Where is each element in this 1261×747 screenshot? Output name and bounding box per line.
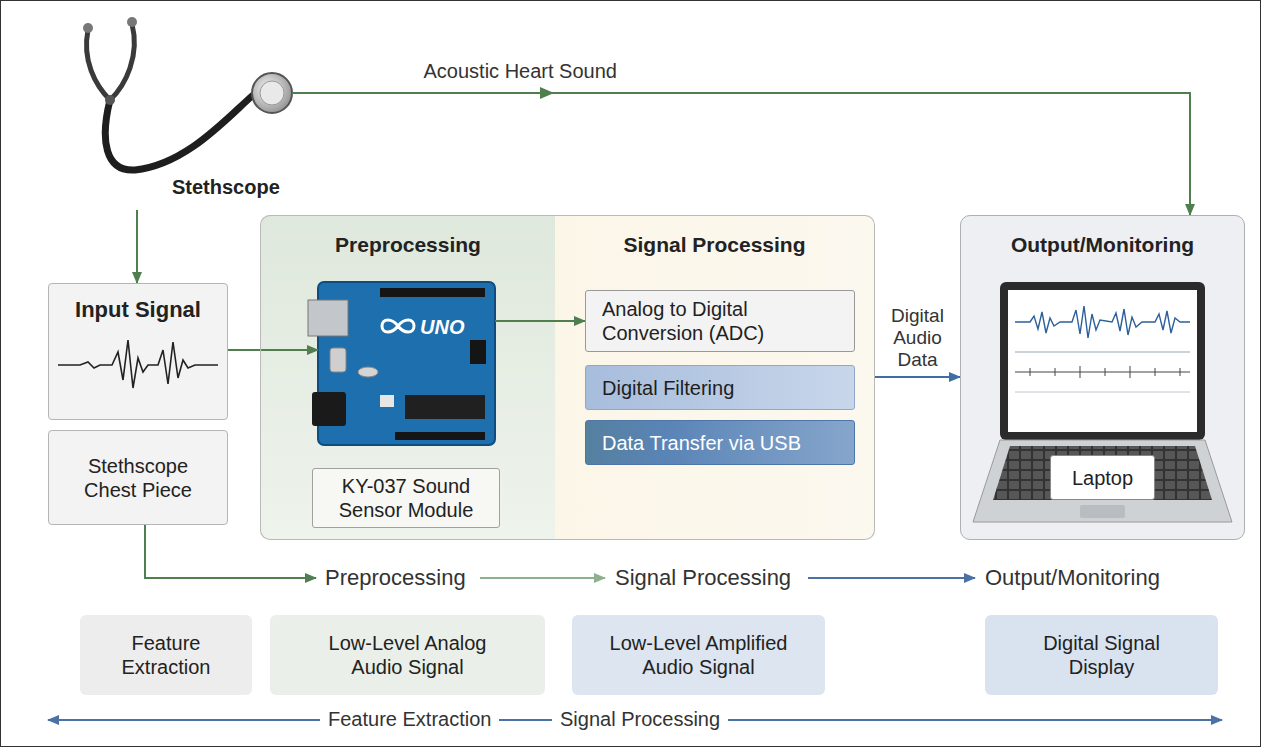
- laptop-label-box: Laptop: [1050, 455, 1155, 500]
- arrow-head: [540, 87, 554, 99]
- box-text: Low-Level Amplified Audio Signal: [602, 631, 795, 679]
- arduino-uno-board: [358, 367, 378, 377]
- stage-box: Low-Level Analog Audio Signal: [270, 615, 545, 695]
- stethoscope-illustration: [110, 24, 134, 100]
- input-waveform: [58, 340, 218, 388]
- process-step: Analog to Digital Conversion (ADC): [585, 290, 855, 352]
- stethoscope-illustration: [83, 23, 93, 33]
- flow-label: Preprocessing: [325, 565, 466, 590]
- panel-fill: [260, 215, 555, 540]
- connector-arrow: [292, 93, 1190, 215]
- stethoscope-illustration: [252, 73, 292, 113]
- laptop-illustration: [973, 282, 1232, 522]
- panel-title: Preprocessing: [335, 232, 481, 257]
- panel-fill: [48, 283, 228, 420]
- arduino-uno-board: [395, 432, 485, 440]
- stethoscope-region: Stethscope: [40, 15, 292, 210]
- flow-arrow: [808, 577, 975, 579]
- flow-arrow: [480, 577, 605, 579]
- laptop-illustration: [1015, 352, 1190, 353]
- flow-arrow: [48, 525, 1222, 720]
- laptop-illustration: [1015, 372, 1190, 373]
- connector-label: Acoustic Heart Sound: [424, 60, 617, 83]
- stage-box: Low-Level Amplified Audio Signal: [572, 615, 825, 695]
- stethoscope-illustration: [83, 17, 292, 170]
- sensor-module-box: KY-037 Sound Sensor Module: [312, 468, 500, 528]
- box-text: Laptop: [1072, 466, 1133, 490]
- arduino-uno-board: [308, 282, 495, 445]
- arduino-uno-board: [470, 340, 486, 364]
- laptop-illustration: [1015, 306, 1190, 338]
- connector-label: Digital Audio Data: [878, 305, 957, 371]
- box-text: Digital Signal Display: [1015, 631, 1188, 679]
- arduino-board: UNO: [318, 282, 495, 445]
- input-signal-box: Input Signal: [48, 283, 228, 420]
- flow-label: Output/Monitoring: [985, 565, 1160, 590]
- connector-arrow: [136, 210, 138, 283]
- stethoscope-illustration: [260, 81, 284, 105]
- part-name: Stethscope: [172, 175, 280, 199]
- output-panel: Output/MonitoringLaptop: [960, 215, 1245, 540]
- panel-title: Signal Processing: [623, 232, 805, 257]
- laptop-illustration: [993, 446, 1212, 500]
- box-text: Feature Extraction: [92, 631, 240, 679]
- laptop-illustration: [1030, 366, 1180, 378]
- arduino-uno-board: [330, 348, 346, 372]
- laptop-illustration: [1080, 505, 1125, 518]
- laptop-illustration: [973, 440, 1232, 522]
- flow-label: Feature Extraction: [320, 708, 499, 731]
- arduino-uno-board: [382, 320, 414, 332]
- connector-arrow: [495, 320, 585, 322]
- arduino-uno-board: [405, 395, 485, 419]
- chest-piece-box: Stethscope Chest Piece: [48, 430, 228, 525]
- panel-fill: [48, 215, 1245, 540]
- arduino-uno-board: [380, 395, 394, 407]
- box-text: Analog to Digital Conversion (ADC): [602, 297, 838, 345]
- panel-fill: [540, 215, 555, 540]
- panel-fill: [960, 215, 1245, 540]
- connector-arrow: [228, 349, 318, 351]
- stethoscope-illustration: [87, 30, 110, 100]
- laptop-illustration: [1008, 290, 1197, 432]
- stethoscope-illustration: [105, 95, 115, 105]
- board-logo: UNO: [420, 315, 464, 339]
- laptop-illustration: [1000, 282, 1205, 440]
- signal-processing-panel: Signal ProcessingAnalog to Digital Conve…: [555, 215, 875, 540]
- preprocessing-panel: PreprocessingUNO KY-037 Sound Sensor Modu…: [260, 215, 555, 540]
- box-text: Digital Filtering: [602, 376, 734, 400]
- box-text: KY-037 Sound Sensor Module: [321, 474, 491, 522]
- stethoscope-illustration: [105, 96, 252, 170]
- flow-label: Signal Processing: [552, 708, 728, 731]
- box-text: Data Transfer via USB: [602, 431, 801, 455]
- process-step: Digital Filtering: [585, 365, 855, 410]
- box-text: Low-Level Analog Audio Signal: [310, 631, 505, 679]
- arduino-uno-board: [308, 300, 348, 336]
- panel-fill: [260, 215, 875, 540]
- arduino-uno-board: [380, 288, 485, 297]
- flow-arrow: [145, 525, 316, 578]
- laptop-illustration: [1015, 392, 1190, 393]
- box-title: Input Signal: [75, 297, 201, 323]
- stage-box: Feature Extraction: [80, 615, 252, 695]
- panel-title: Output/Monitoring: [1011, 232, 1194, 257]
- flow-label: Signal Processing: [615, 565, 791, 590]
- connector-arrow: [875, 376, 960, 378]
- box-text: Stethscope Chest Piece: [63, 454, 213, 502]
- process-step: Data Transfer via USB: [585, 420, 855, 465]
- arduino-uno-board: [312, 392, 346, 426]
- stage-box: Digital Signal Display: [985, 615, 1218, 695]
- stethoscope-illustration: [127, 17, 137, 27]
